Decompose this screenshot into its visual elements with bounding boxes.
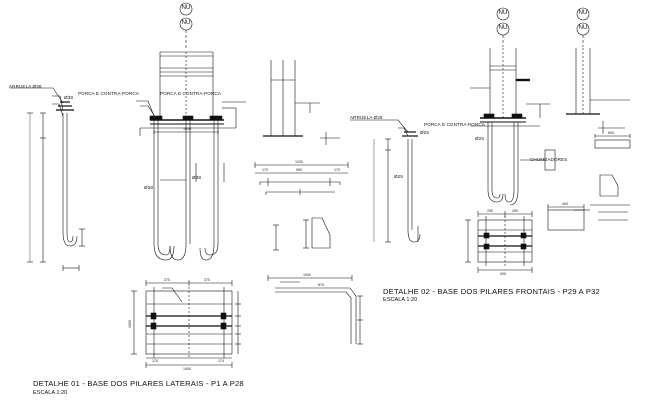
- d2-column-base-elevation: [470, 7, 550, 206]
- tag-d1-top: NU: [181, 5, 191, 11]
- d2-scale: ESCALA 1:20: [383, 297, 418, 303]
- d2-dim-plan-b: 250: [512, 209, 518, 213]
- d2-rod-dia-a: Ø25: [420, 130, 429, 135]
- d1-bar-shapes: [254, 162, 363, 345]
- d2-dim-small-plate-b: 400: [562, 202, 568, 206]
- tag-d2b-top: NU: [578, 10, 588, 16]
- tag-d2-bottom: NU: [498, 25, 508, 31]
- d1-dim-bar-seg: 990: [296, 168, 302, 172]
- d1-dim-plan-bottom-b: 174: [218, 359, 224, 363]
- d1-rod-dia-top: Ø38: [64, 95, 73, 100]
- d1-title: DETALHE 01 - BASE DOS PILARES LATERAIS -…: [33, 379, 244, 388]
- d1-dim-plan-bottom: 1000: [183, 367, 191, 371]
- tag-d1-bottom: NU: [181, 20, 191, 26]
- d1-dim-plan-top-b: 370: [204, 278, 210, 282]
- d2-dim-plan-bottom: 500: [500, 272, 506, 276]
- d2-small-details: [544, 134, 631, 231]
- d2-nut-label: PORCA E CONTRA-PORCA: [424, 122, 485, 127]
- d1-anchor-bar-elevation: [10, 87, 85, 271]
- d1-rod-dia-b: Ø38: [192, 175, 201, 180]
- d2-rod-dia-c: Ø25: [475, 136, 484, 141]
- d1-plan-view: [131, 280, 241, 368]
- d2-anchor-bar-elevation: [350, 119, 421, 243]
- d1-dim-plan-bottom-a: 174: [152, 359, 158, 363]
- d2-dim-plan-a: 250: [487, 209, 493, 213]
- d1-dim-bar-end-b: 170: [334, 168, 340, 172]
- d1-rod-dia-a: Ø38: [144, 185, 153, 190]
- d1-scale: ESCALA 1:20: [33, 390, 68, 396]
- d1-dim-bar2-len: 1000: [303, 273, 311, 277]
- tag-d2-top: NU: [498, 10, 508, 16]
- d2-dim-small-plate: 600: [608, 131, 614, 135]
- d2-washer-label: ARRUELA Ø25: [350, 115, 383, 120]
- d1-dim-plate-width: 1000: [183, 127, 191, 131]
- d2-column-section: [566, 7, 630, 134]
- d1-dim-bar-end-a: 170: [262, 168, 268, 172]
- d1-nut-label-elevation: PORCA E CONTRA-PORCA: [160, 91, 221, 96]
- d2-rod-dia-b: Ø25: [394, 174, 403, 179]
- d1-nut-label: PORCA E CONTRA-PORCA: [78, 91, 139, 96]
- d1-column-section: [263, 60, 340, 145]
- d2-title: DETALHE 02 - BASE DOS PILARES FRONTAIS -…: [383, 287, 600, 296]
- d1-dim-bar-len: 1200: [295, 160, 303, 164]
- d2-anchors-label: CHUMBADORES: [530, 157, 568, 162]
- d1-column-base-elevation: [136, 2, 246, 261]
- d1-dim-plan-top-a: 370: [164, 278, 170, 282]
- d1-dim-bar2-seg: 870: [318, 283, 324, 287]
- d1-washer-label: ARRUELA Ø38: [9, 84, 42, 89]
- d2-plan-view: [465, 211, 533, 273]
- tag-d2b-bottom: NU: [578, 25, 588, 31]
- d1-dim-plan-side: 1000: [128, 320, 132, 328]
